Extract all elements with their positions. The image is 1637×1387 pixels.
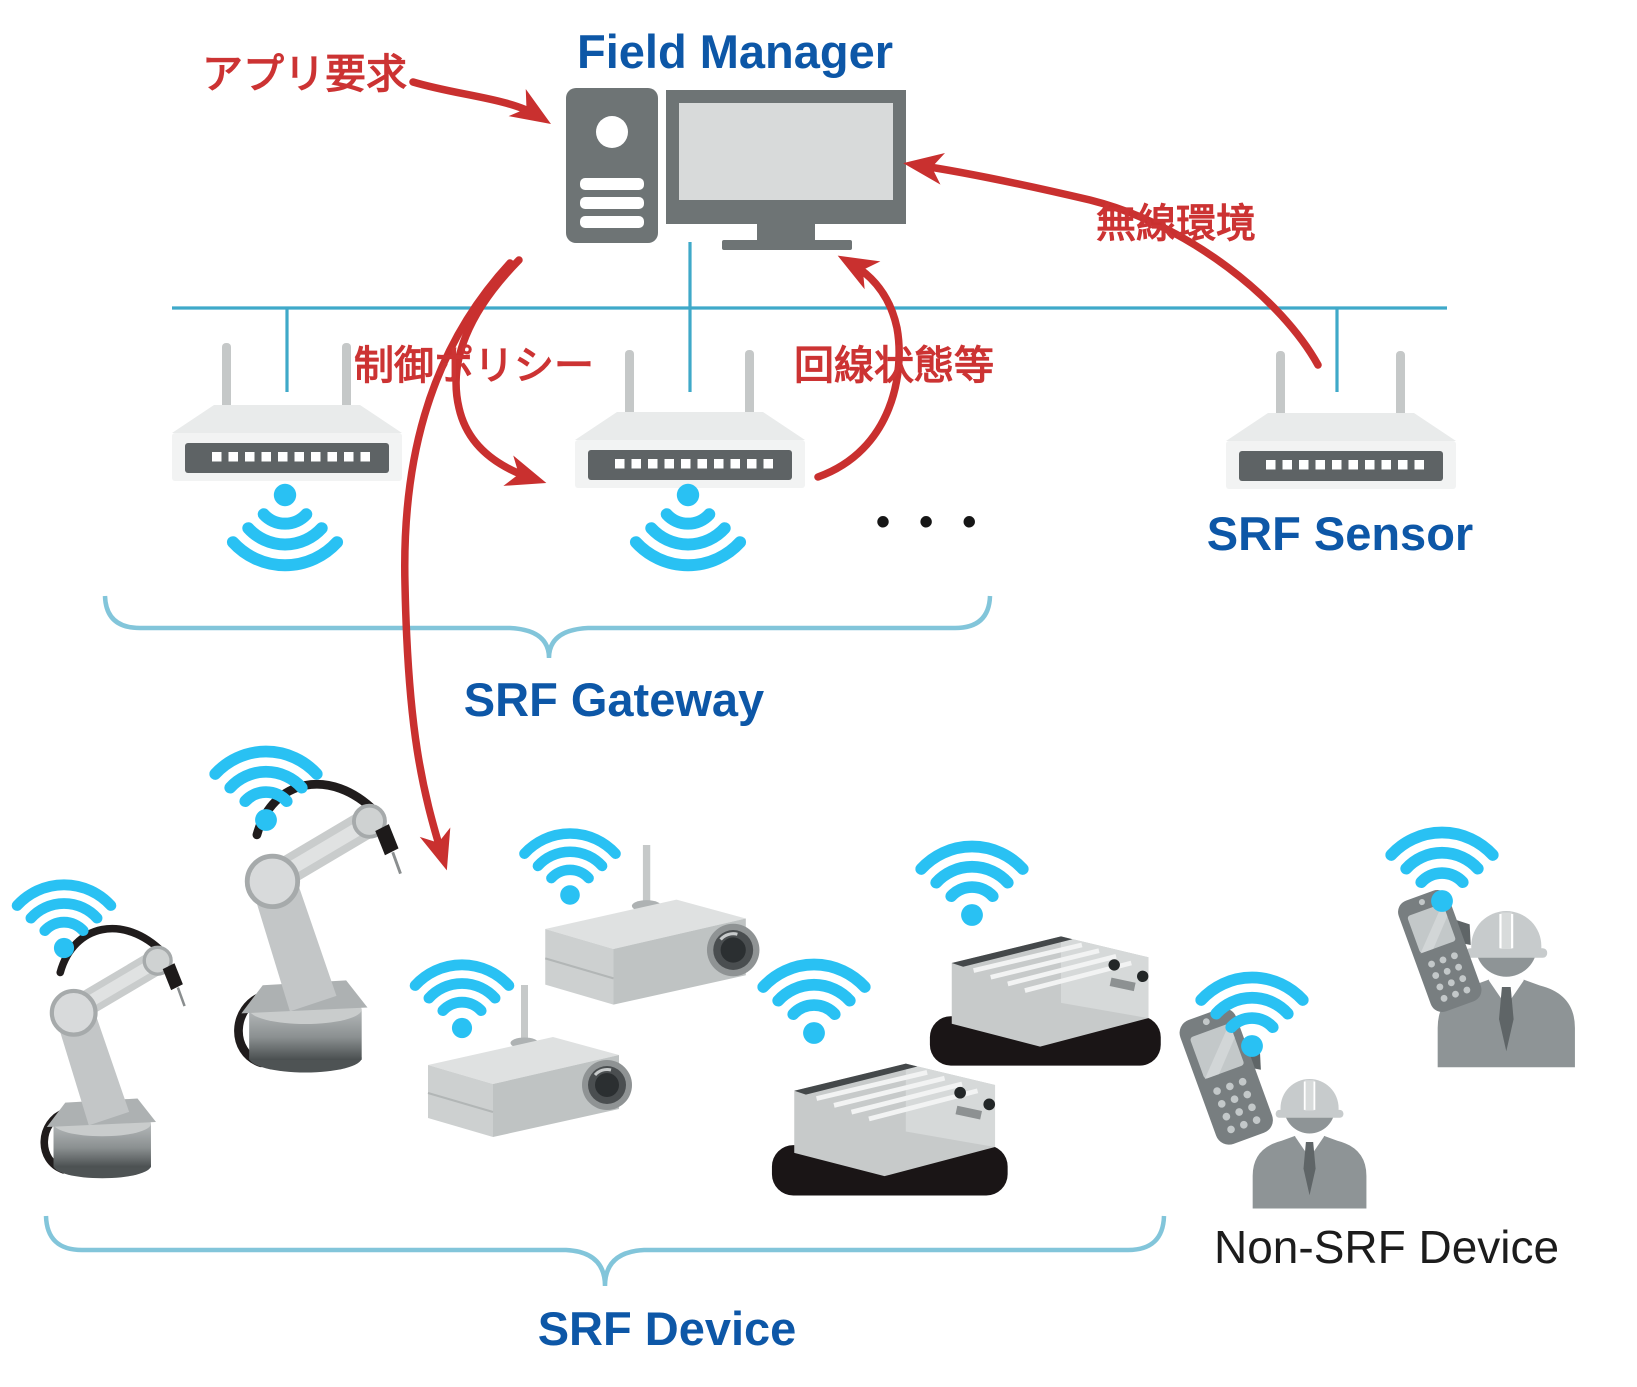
wireless-env-label: 無線環境 bbox=[1096, 201, 1256, 247]
more-gateways-ellipsis: • • • bbox=[876, 500, 986, 544]
worker-icon-1 bbox=[1251, 1078, 1368, 1210]
line-status-label: 回線状態等 bbox=[794, 343, 994, 389]
app-request-label: アプリ要求 bbox=[202, 50, 407, 98]
control-policy-arrow bbox=[452, 256, 547, 486]
control-policy-long-arrow bbox=[400, 259, 514, 871]
srf-device-brace bbox=[43, 1215, 1167, 1287]
wireless-env-arrow bbox=[903, 152, 1322, 369]
agv-machine-icon-1 bbox=[772, 1064, 1008, 1196]
app-request-arrow bbox=[409, 78, 551, 124]
line-status-arrow bbox=[814, 255, 903, 481]
wifi-up-icon-machine-1 bbox=[763, 965, 865, 1044]
srf-sensor-router-icon bbox=[1226, 351, 1456, 489]
srf-device-title: SRF Device bbox=[537, 1302, 797, 1355]
wifi-up-icon-robot-1 bbox=[17, 885, 111, 958]
control-policy-label: 制御ポリシー bbox=[354, 343, 594, 389]
wifi-down-icon-gateway-1 bbox=[233, 484, 337, 565]
non-srf-device-title: Non-SRF Device bbox=[1214, 1221, 1560, 1273]
network-bus bbox=[172, 242, 1447, 392]
srf-sensor-title: SRF Sensor bbox=[1206, 507, 1474, 560]
srf-gateway-brace bbox=[102, 595, 993, 659]
srf-gateway-title: SRF Gateway bbox=[463, 673, 765, 726]
wifi-up-icon-robot-2 bbox=[215, 752, 317, 831]
robot-arm-icon-1 bbox=[44, 929, 184, 1179]
field-manager-title: Field Manager bbox=[576, 25, 894, 78]
wifi-up-icon-machine-2 bbox=[921, 847, 1023, 926]
wifi-down-icon-gateway-2 bbox=[636, 484, 740, 565]
wifi-up-icon-camera-2 bbox=[524, 834, 615, 905]
agv-machine-icon-2 bbox=[930, 936, 1161, 1065]
field-manager-computer-icon bbox=[566, 88, 906, 250]
wifi-up-icon-camera-1 bbox=[415, 965, 509, 1038]
wifi-up-icon-worker-2 bbox=[1391, 833, 1493, 912]
